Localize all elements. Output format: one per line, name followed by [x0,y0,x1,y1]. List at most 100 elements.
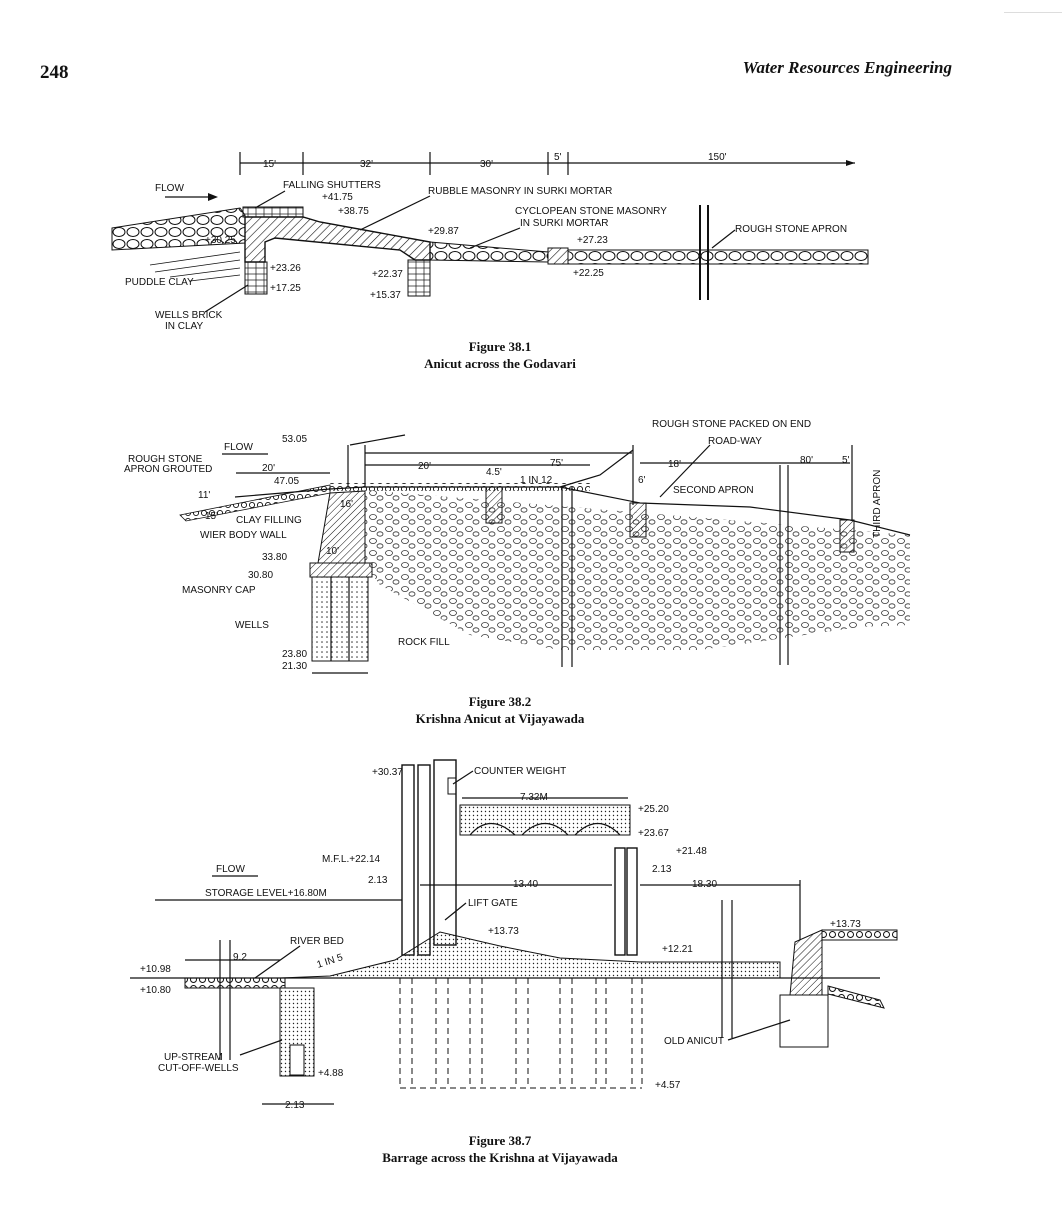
fig1-level-2: +38.75 [338,206,369,217]
fig1-upstream-well [244,261,268,295]
page-number: 248 [40,62,69,83]
fig1-flow-arrowhead [208,193,218,201]
fig2-dim-9: 11' [198,490,210,501]
fig7-pier-right-b [626,847,638,956]
page-header: 248 Water Resources Engineering [0,0,1062,100]
fig2-leader-rough-packed [559,449,634,488]
figure-38-2-caption: Figure 38.2 Krishna Anicut at Vijayawada [0,693,1000,727]
fig7-storage-level-label: STORAGE LEVEL+16.80M [205,888,327,899]
fig7-level-7: +13.73 [830,919,861,930]
fig2-dimension-lines [236,434,850,505]
fig1-rough-apron [567,249,869,265]
fig2-dim-7: 80' [800,455,813,466]
fig2-wells [311,576,369,662]
fig2-wells-label: WELLS [235,620,269,631]
fig7-leader-cutoff [239,1039,283,1056]
figure-38-7-drawing: +30.37 COUNTER WEIGHT 7.32M +25.20 +23.6… [130,759,898,1111]
fig2-level-5: 23.80 [282,649,307,660]
fig7-level-9: +10.80 [140,985,171,996]
fig7-floor [279,931,781,979]
figure-38-2-number: Figure 38.2 [468,694,532,709]
running-title: Water Resources Engineering [742,58,952,77]
fig1-dim-5: 150' [708,152,727,163]
fig2-dim-10: 15' [205,511,218,522]
fig1-end-wall [547,247,569,265]
fig7-dim-1: 7.32M [520,792,548,803]
fig2-dim-11: 10' [326,546,339,557]
figure-38-1-drawing: 15' 32' 30' 5' 150' FLOW FALLING SHUTTER… [111,152,869,332]
fig1-leader-1 [254,190,286,209]
fig7-sheet-piles [399,978,643,1089]
fig7-old-anicut-label: OLD ANICUT [664,1036,724,1047]
fig7-counter-weight-box [447,777,457,795]
fig2-level-4: 30.80 [248,570,273,581]
fig2-masonry-cap-label: MASONRY CAP [182,585,256,596]
fig7-level-3: +23.67 [638,828,669,839]
fig2-dim-1: 20' [262,463,275,474]
fig7-level-11: +4.57 [655,1080,681,1091]
fig2-rough-packed-label: ROUGH STONE PACKED ON END [652,419,811,430]
fig7-downstream-riprap [827,985,885,1009]
figure-38-1-caption: Figure 38.1 Anicut across the Godavari [0,338,1000,372]
fig2-rough-grouted-label-2: APRON GROUTED [124,464,212,475]
fig7-dim-3: 13.40 [513,879,538,890]
fig1-rough-apron-label: ROUGH STONE APRON [735,224,847,235]
fig2-section-lines [347,445,853,667]
fig7-old-anicut-well [779,994,829,1048]
fig1-falling-shutters [242,206,304,218]
page-edge-mark [1004,0,1062,13]
fig7-level-2: +25.20 [638,804,669,815]
fig7-level-5: +13.73 [488,926,519,937]
fig2-dim-6: 6' [638,475,646,486]
fig2-rock-fill [365,490,910,650]
fig2-level-3: 33.80 [262,552,287,563]
fig1-leader-4 [711,229,736,249]
fig2-flow-label: FLOW [224,442,253,453]
fig7-counter-weight-label: COUNTER WEIGHT [474,766,566,777]
fig7-flow-label: FLOW [216,864,245,875]
fig1-level-9: +27.23 [577,235,608,246]
fig1-cyclopean-label-2: IN SURKI MORTAR [520,218,609,229]
fig7-mfl-label: M.F.L.+22.14 [322,854,381,865]
figure-38-1: 15' 32' 30' 5' 150' FLOW FALLING SHUTTER… [0,130,1062,380]
figure-38-2-drawing: ROUGH STONE PACKED ON END ROAD-WAY FLOW … [124,419,911,674]
fig1-leader-3 [469,227,521,249]
fig2-roadway-label: ROAD-WAY [708,436,762,447]
fig7-leader-old-anicut [727,1019,791,1041]
fig7-dimension-lines [185,797,800,1105]
fig1-falling-shutters-label: FALLING SHUTTERS [283,180,381,191]
fig7-pier-left-b [417,764,431,956]
fig1-downstream-well [407,259,431,297]
fig7-dim-2: 2.13 [368,875,388,886]
fig1-wells-label-1: WELLS BRICK [155,310,223,321]
fig2-dim-8: 5' [842,455,850,466]
fig1-dim-1: 15' [263,159,276,170]
fig2-level-1: 53.05 [282,434,307,445]
fig2-second-apron-label: SECOND APRON [673,485,754,496]
fig2-third-apron-label: THIRD APRON [872,470,883,538]
fig7-level-10: +4.88 [318,1068,344,1079]
fig1-level-1: +41.75 [322,192,353,203]
fig7-leader-river-bed [254,945,301,979]
fig1-level-4: +23.26 [270,263,301,274]
fig1-level-5: +17.25 [270,283,301,294]
fig1-cyclopean-masonry [429,241,549,263]
fig1-puddle-clay [149,251,241,282]
figure-38-2: ROUGH STONE PACKED ON END ROAD-WAY FLOW … [0,405,1062,735]
fig2-rock-fill-label: ROCK FILL [398,637,450,648]
fig1-level-3: +30.25 [205,235,236,246]
fig2-block-1 [485,486,503,524]
fig2-block-2 [629,502,647,538]
fig7-slope-label: 1 IN 5 [316,952,345,971]
fig7-cutoff-label-2: CUT-OFF-WELLS [158,1063,239,1074]
fig1-rubble-label: RUBBLE MASONRY IN SURKI MORTAR [428,186,612,197]
fig1-weir-body [244,216,431,263]
fig2-rough-grouted-label-1: ROUGH STONE [128,454,203,465]
figure-38-1-number: Figure 38.1 [468,339,532,354]
fig7-leader-lift-gate [444,902,467,921]
figure-38-7: +30.37 COUNTER WEIGHT 7.32M +25.20 +23.6… [0,750,1062,1170]
fig1-leader-2 [359,195,431,231]
fig7-pier-right-a [614,847,626,956]
fig7-cutoff-well-core [289,1044,305,1076]
fig1-flow-label: FLOW [155,183,184,194]
